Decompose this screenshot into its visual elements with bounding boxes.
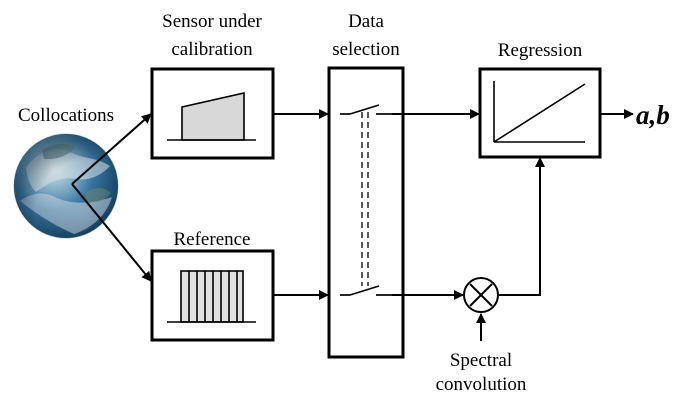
output-coefficients-label: a,b — [636, 100, 670, 130]
selection-switches — [340, 104, 392, 296]
data-selection-block — [327, 66, 405, 359]
reference-hyperspectral-response-icon — [167, 270, 256, 323]
regression-label: Regression — [498, 40, 583, 61]
data-selection-label-line-2: selection — [332, 39, 400, 60]
collocations-label: Collocations — [18, 105, 114, 126]
reference-label: Reference — [174, 229, 251, 250]
circled-times-icon — [463, 277, 499, 313]
globe-to-reference-arrow — [71, 183, 152, 282]
regression-line-icon — [493, 81, 586, 143]
globe-icon — [13, 133, 119, 239]
sensor-spectral-response-icon — [167, 91, 256, 141]
spectral-label-line-1: Spectral — [450, 350, 512, 371]
sensor-label-line-2: calibration — [171, 39, 253, 60]
sensor-label-line-1: Sensor under — [162, 11, 262, 32]
multiplier-to-regression-path — [498, 157, 545, 296]
globe-to-sensor-arrow — [71, 113, 152, 185]
spectral-label-line-2: convolution — [436, 374, 527, 395]
data-selection-label-line-1: Data — [348, 11, 384, 32]
